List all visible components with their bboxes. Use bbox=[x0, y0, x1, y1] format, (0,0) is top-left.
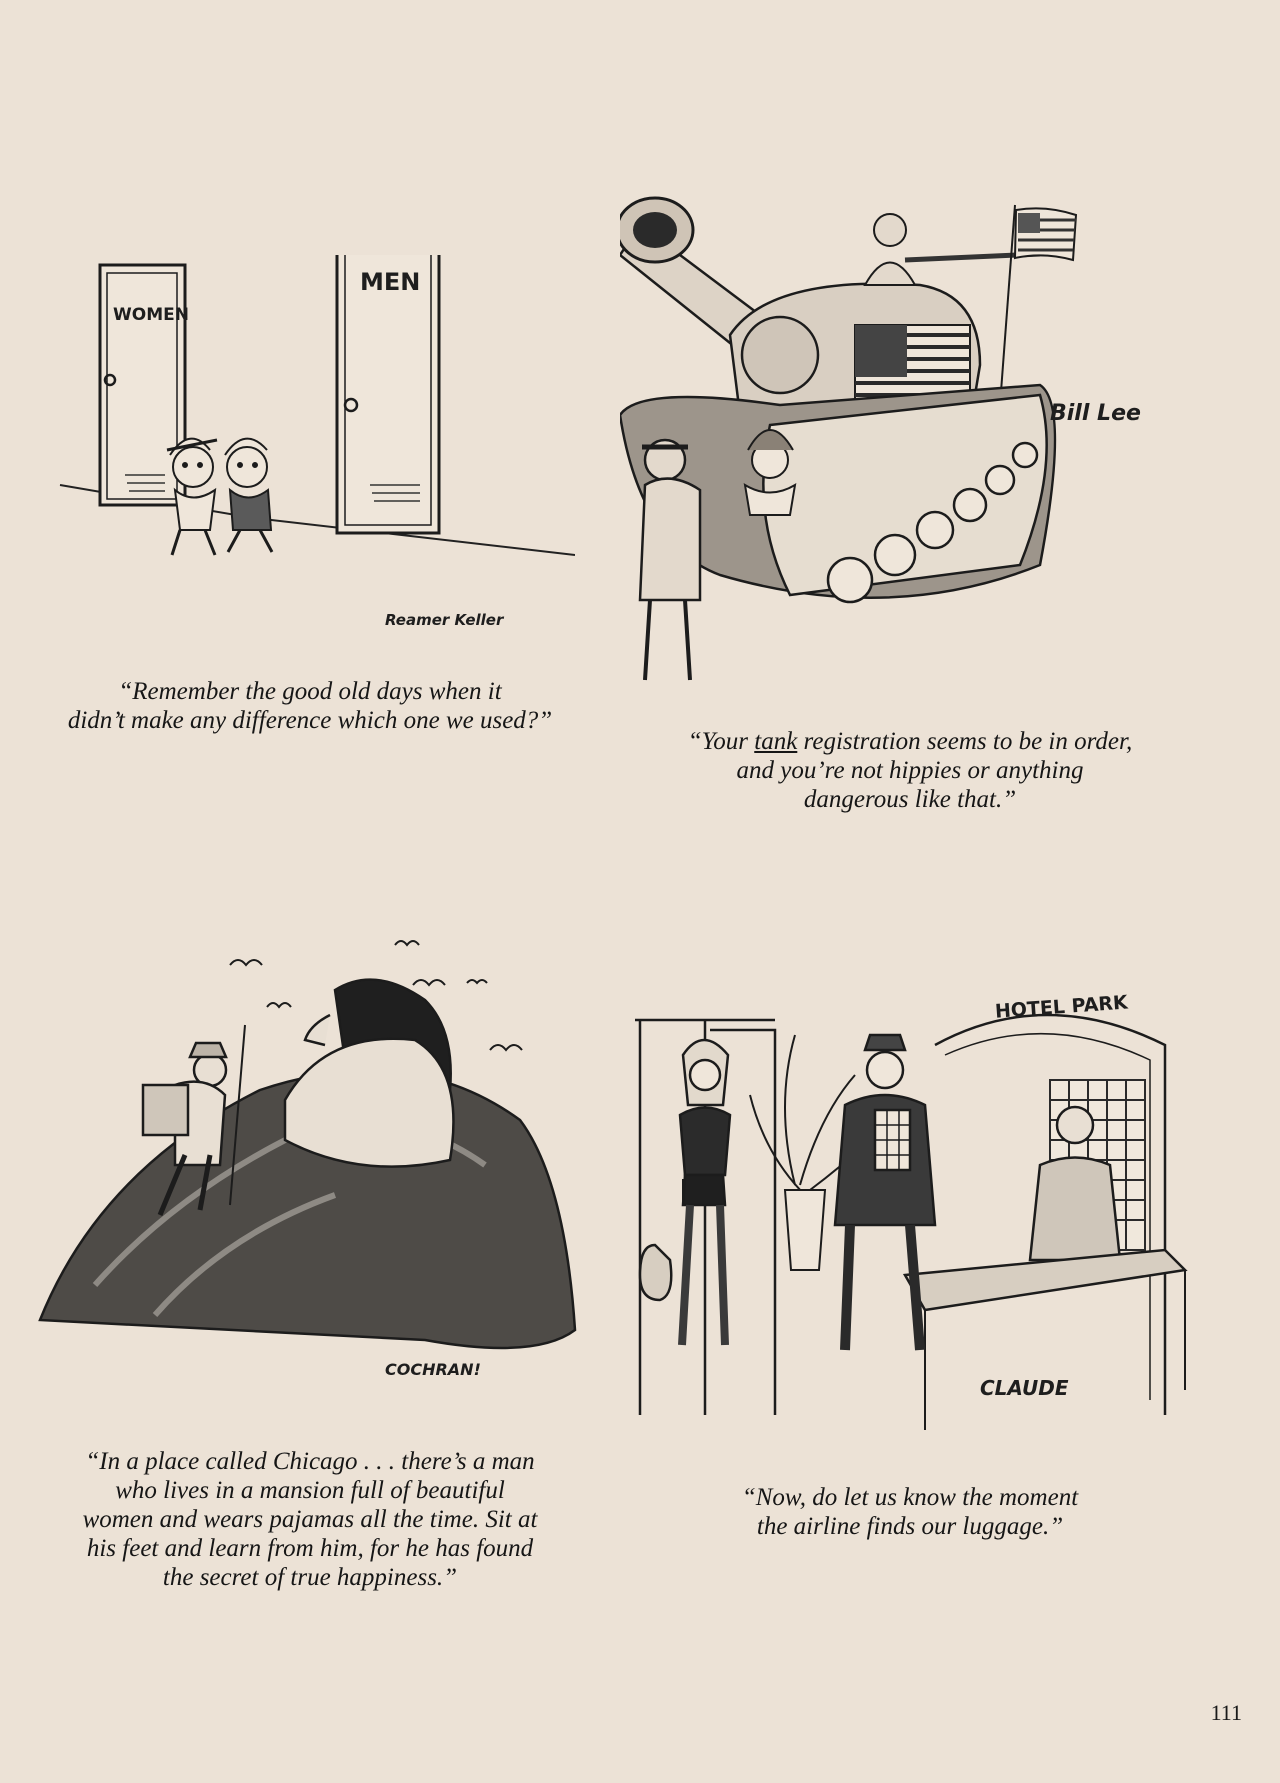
tank-caption-underlined-word: tank bbox=[754, 728, 798, 755]
mountain-drawing: COCHRAN! bbox=[38, 940, 577, 1379]
tank-caption-line-1-start: “Your bbox=[687, 728, 755, 755]
restroom-signature: Reamer Keller bbox=[385, 611, 505, 629]
tank-caption-line-1-end: registration seems to be in order, bbox=[797, 728, 1133, 755]
guru bbox=[283, 978, 455, 1168]
mountain-caption-line-1: “In a place called Chicago . . . there’s… bbox=[85, 1448, 535, 1475]
kid-right bbox=[224, 437, 274, 553]
tank-signature: Bill Lee bbox=[1050, 401, 1141, 426]
page-number: 111 bbox=[1210, 1700, 1242, 1725]
restroom-drawing: WOMEN MEN Re bbox=[59, 255, 575, 629]
hotel-caption: “Now, do let us know the moment the airl… bbox=[620, 1483, 1200, 1541]
mountain-caption: “In a place called Chicago . . . there’s… bbox=[30, 1447, 590, 1592]
hippie-girl bbox=[743, 429, 797, 516]
men-sign: MEN bbox=[360, 268, 420, 296]
hiker bbox=[141, 1024, 246, 1216]
mountain-caption-line-5: the secret of true happiness.” bbox=[162, 1564, 458, 1591]
mountain-caption-line-3: women and wears pajamas all the time. Si… bbox=[82, 1506, 538, 1533]
cartoon-mountain: COCHRAN! bbox=[35, 935, 595, 1425]
woman bbox=[638, 1038, 732, 1346]
cartoon-tank: Bill Lee bbox=[620, 185, 1190, 685]
restroom-caption-line-1: “Remember the good old days when it bbox=[118, 678, 502, 705]
hotel-signature: CLAUDE bbox=[980, 1376, 1069, 1400]
birds bbox=[229, 940, 523, 1052]
mountain-caption-line-2: who lives in a mansion full of beautiful bbox=[115, 1477, 505, 1504]
man bbox=[833, 1033, 937, 1351]
tank-wheels bbox=[826, 441, 1039, 604]
mountain-caption-line-4: his feet and learn from him, for he has … bbox=[86, 1535, 534, 1562]
tank-caption-line-2: and you’re not hippies or anything bbox=[736, 757, 1084, 784]
clerk bbox=[1028, 1105, 1122, 1262]
hotel-sign: HOTEL PARK bbox=[994, 991, 1129, 1022]
potted-plant bbox=[749, 1034, 881, 1271]
hotel-caption-line-1: “Now, do let us know the moment bbox=[741, 1484, 1079, 1511]
cartoon-restroom: WOMEN MEN Re bbox=[55, 255, 575, 655]
tank-caption: “Your tank registration seems to be in o… bbox=[620, 727, 1200, 814]
tank-caption-line-1: “Your tank registration seems to be in o… bbox=[620, 727, 1200, 756]
restroom-caption-line-2: didn’t make any difference which one we … bbox=[67, 707, 553, 734]
women-sign: WOMEN bbox=[113, 305, 189, 325]
pole-flag bbox=[1013, 207, 1078, 262]
hotel-drawing: HOTEL PARK bbox=[635, 991, 1188, 1430]
cartoon-hotel: HOTEL PARK bbox=[635, 985, 1195, 1445]
kid-left bbox=[166, 437, 218, 556]
mountain-signature: COCHRAN! bbox=[385, 1360, 481, 1379]
restroom-caption: “Remember the good old days when it didn… bbox=[30, 677, 590, 735]
policeman bbox=[638, 438, 702, 681]
tank-caption-line-3: dangerous like that.” bbox=[803, 786, 1017, 813]
tank-drawing: Bill Lee bbox=[620, 196, 1141, 681]
hotel-caption-line-2: the airline finds our luggage.” bbox=[756, 1513, 1064, 1540]
